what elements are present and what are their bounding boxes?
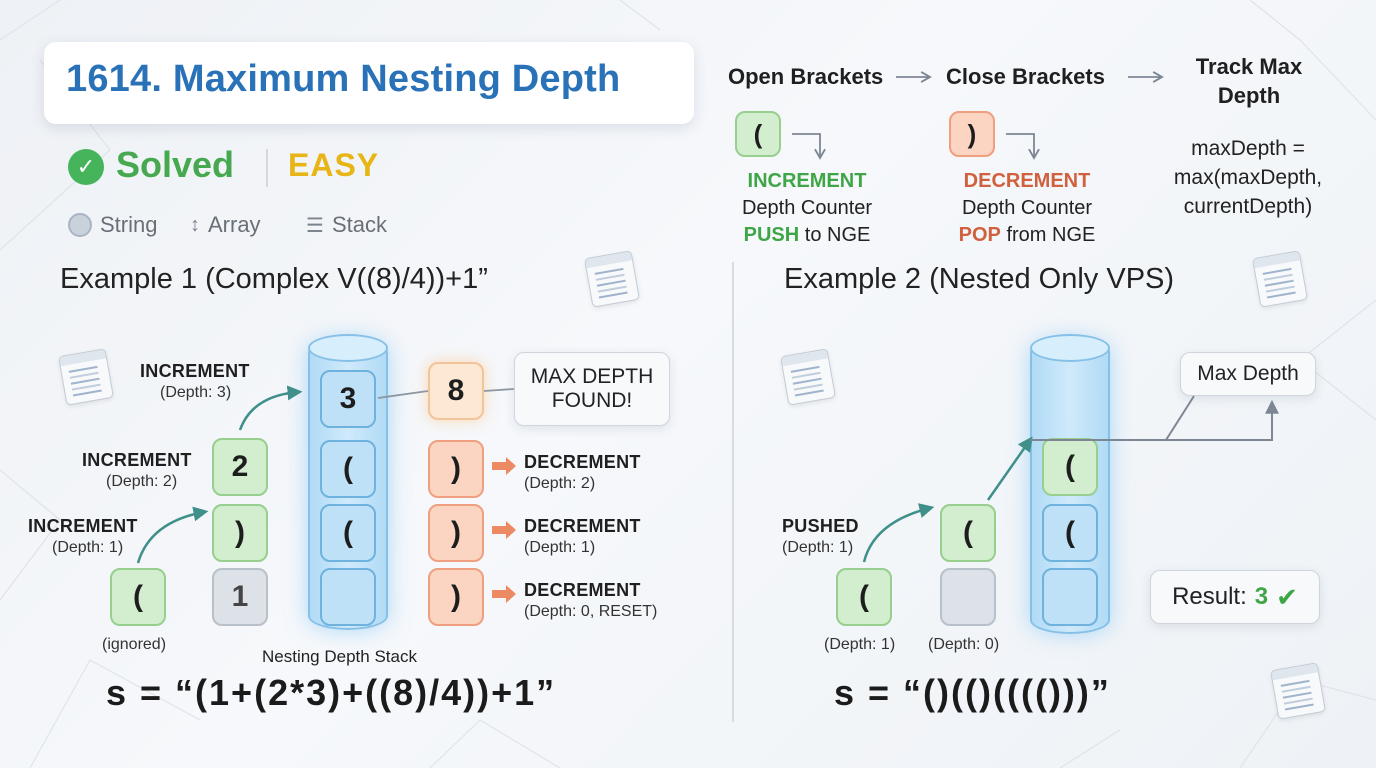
close-paren-box: ): [428, 440, 484, 498]
stack-cell: (: [1042, 438, 1098, 496]
open-paren-box: (: [110, 568, 166, 626]
decrement-label: DECREMENT: [963, 170, 1091, 192]
check-icon: ✔: [1276, 581, 1298, 612]
max-depth-value-box: 8: [428, 362, 484, 420]
open-brackets-header: Open Brackets: [728, 64, 884, 89]
solved-status: Solved: [116, 144, 235, 185]
empty-box: [940, 568, 996, 626]
close-brackets-header: Close Brackets: [946, 64, 1105, 89]
track-header-line: Track Max: [1195, 54, 1303, 79]
depth-sub-label: (Depth: 1): [52, 539, 124, 556]
open-paren-box: (: [940, 504, 996, 562]
track-max-header: Track Max Depth: [1186, 52, 1312, 110]
depth-counter-label: Depth Counter: [961, 197, 1093, 219]
callout-line: MAX DEPTH: [530, 365, 654, 388]
stack-cylinder-top: [1030, 334, 1110, 362]
open-bracket-box: (: [735, 111, 781, 157]
max-depth-formula: maxDepth = max(maxDepth, currentDepth): [1158, 134, 1338, 221]
stack-caption: Nesting Depth Stack: [262, 647, 417, 666]
stack-cell: [1042, 568, 1098, 626]
page-title: 1614. Maximum Nesting Depth: [66, 58, 621, 100]
difficulty-badge: EASY: [288, 147, 380, 183]
track-header-line: Depth: [1217, 83, 1281, 108]
depth-sub-label: (Depth: 0): [928, 636, 1000, 653]
pop-suffix: from NGE: [1006, 224, 1096, 246]
depth-counter-label: Depth Counter: [741, 197, 873, 219]
decrement-label: DECREMENT: [524, 580, 641, 600]
tag-label: Array: [208, 212, 261, 237]
example2-title: Example 2 (Nested Only VPS): [784, 263, 1175, 295]
increment-label: INCREMENT: [82, 450, 192, 470]
push-suffix: to NGE: [804, 224, 871, 246]
ignored-label: (ignored): [102, 636, 167, 653]
tag-label: Stack: [331, 212, 387, 237]
title-card: 1614. Maximum Nesting Depth: [44, 42, 694, 124]
close-legend-text: DECREMENT Depth Counter POP from NGE: [932, 168, 1122, 249]
stack-cell: (: [320, 504, 376, 562]
formula-line: max(maxDepth,: [1173, 166, 1323, 189]
vertical-arrows-icon: ↕: [190, 213, 200, 236]
example1-title: Example 1 (Complex V((8)/4))+1”: [60, 263, 488, 295]
depth-sub-label: (Depth: 1): [824, 636, 896, 653]
open-paren-box: (: [836, 568, 892, 626]
code-window-icon: [1252, 250, 1308, 308]
decrement-label: DECREMENT: [524, 452, 641, 472]
formula-line: currentDepth): [1183, 195, 1313, 218]
result-callout: Result: 3 ✔: [1150, 570, 1320, 624]
pop-label: POP: [958, 224, 1001, 246]
depth-sub-label: (Depth: 1): [782, 539, 854, 556]
stack-cell: [320, 568, 376, 626]
max-depth-callout: Max Depth: [1180, 352, 1316, 396]
depth-value-box: 2: [212, 438, 268, 496]
example1-input-string: s = “(1+(2*3)+((8)/4))+1”: [106, 672, 557, 713]
open-legend-text: INCREMENT Depth Counter PUSH to NGE: [712, 168, 902, 249]
example2-input-string: s = “()(()(((()))”: [834, 672, 1111, 713]
callout-line: FOUND!: [551, 389, 633, 412]
stack-cell: (: [320, 440, 376, 498]
depth-value-box: 1: [212, 568, 268, 626]
code-window-icon: [58, 348, 114, 406]
list-icon: ☰: [306, 214, 324, 237]
circle-icon: [68, 213, 92, 237]
close-paren-box: ): [428, 568, 484, 626]
depth-sub-label: (Depth: 0, RESET): [524, 603, 658, 620]
formula-line: maxDepth =: [1191, 137, 1305, 160]
tag-label: String: [100, 212, 158, 237]
depth-sub-label: (Depth: 3): [160, 384, 232, 401]
increment-label: INCREMENT: [140, 361, 250, 381]
increment-label: INCREMENT: [28, 516, 138, 536]
paren-box: ): [212, 504, 268, 562]
close-paren-box: ): [428, 504, 484, 562]
max-depth-found-callout: MAX DEPTH FOUND!: [514, 352, 670, 426]
push-label: PUSH: [743, 224, 800, 246]
tag-array[interactable]: ↕ Array: [190, 212, 261, 238]
depth-sub-label: (Depth: 2): [524, 475, 596, 492]
code-window-icon: [1270, 662, 1326, 720]
depth-sub-label: (Depth: 2): [106, 473, 178, 490]
stack-cylinder-top: [308, 334, 388, 362]
result-label: Result:: [1172, 583, 1247, 610]
decrement-label: DECREMENT: [524, 516, 641, 536]
increment-label: INCREMENT: [747, 170, 867, 192]
depth-sub-label: (Depth: 1): [524, 539, 596, 556]
tag-stack[interactable]: ☰ Stack: [306, 212, 387, 238]
pushed-label: PUSHED: [782, 516, 859, 536]
tag-string[interactable]: String: [68, 212, 157, 238]
code-window-icon: [584, 250, 640, 308]
check-circle-icon: ✓: [68, 149, 104, 185]
stack-cell: 3: [320, 370, 376, 428]
status-divider: [266, 149, 268, 187]
close-bracket-box: ): [949, 111, 995, 157]
stack-cell: (: [1042, 504, 1098, 562]
code-window-icon: [780, 348, 836, 406]
example-divider: [732, 262, 734, 722]
result-value: 3: [1254, 583, 1269, 610]
